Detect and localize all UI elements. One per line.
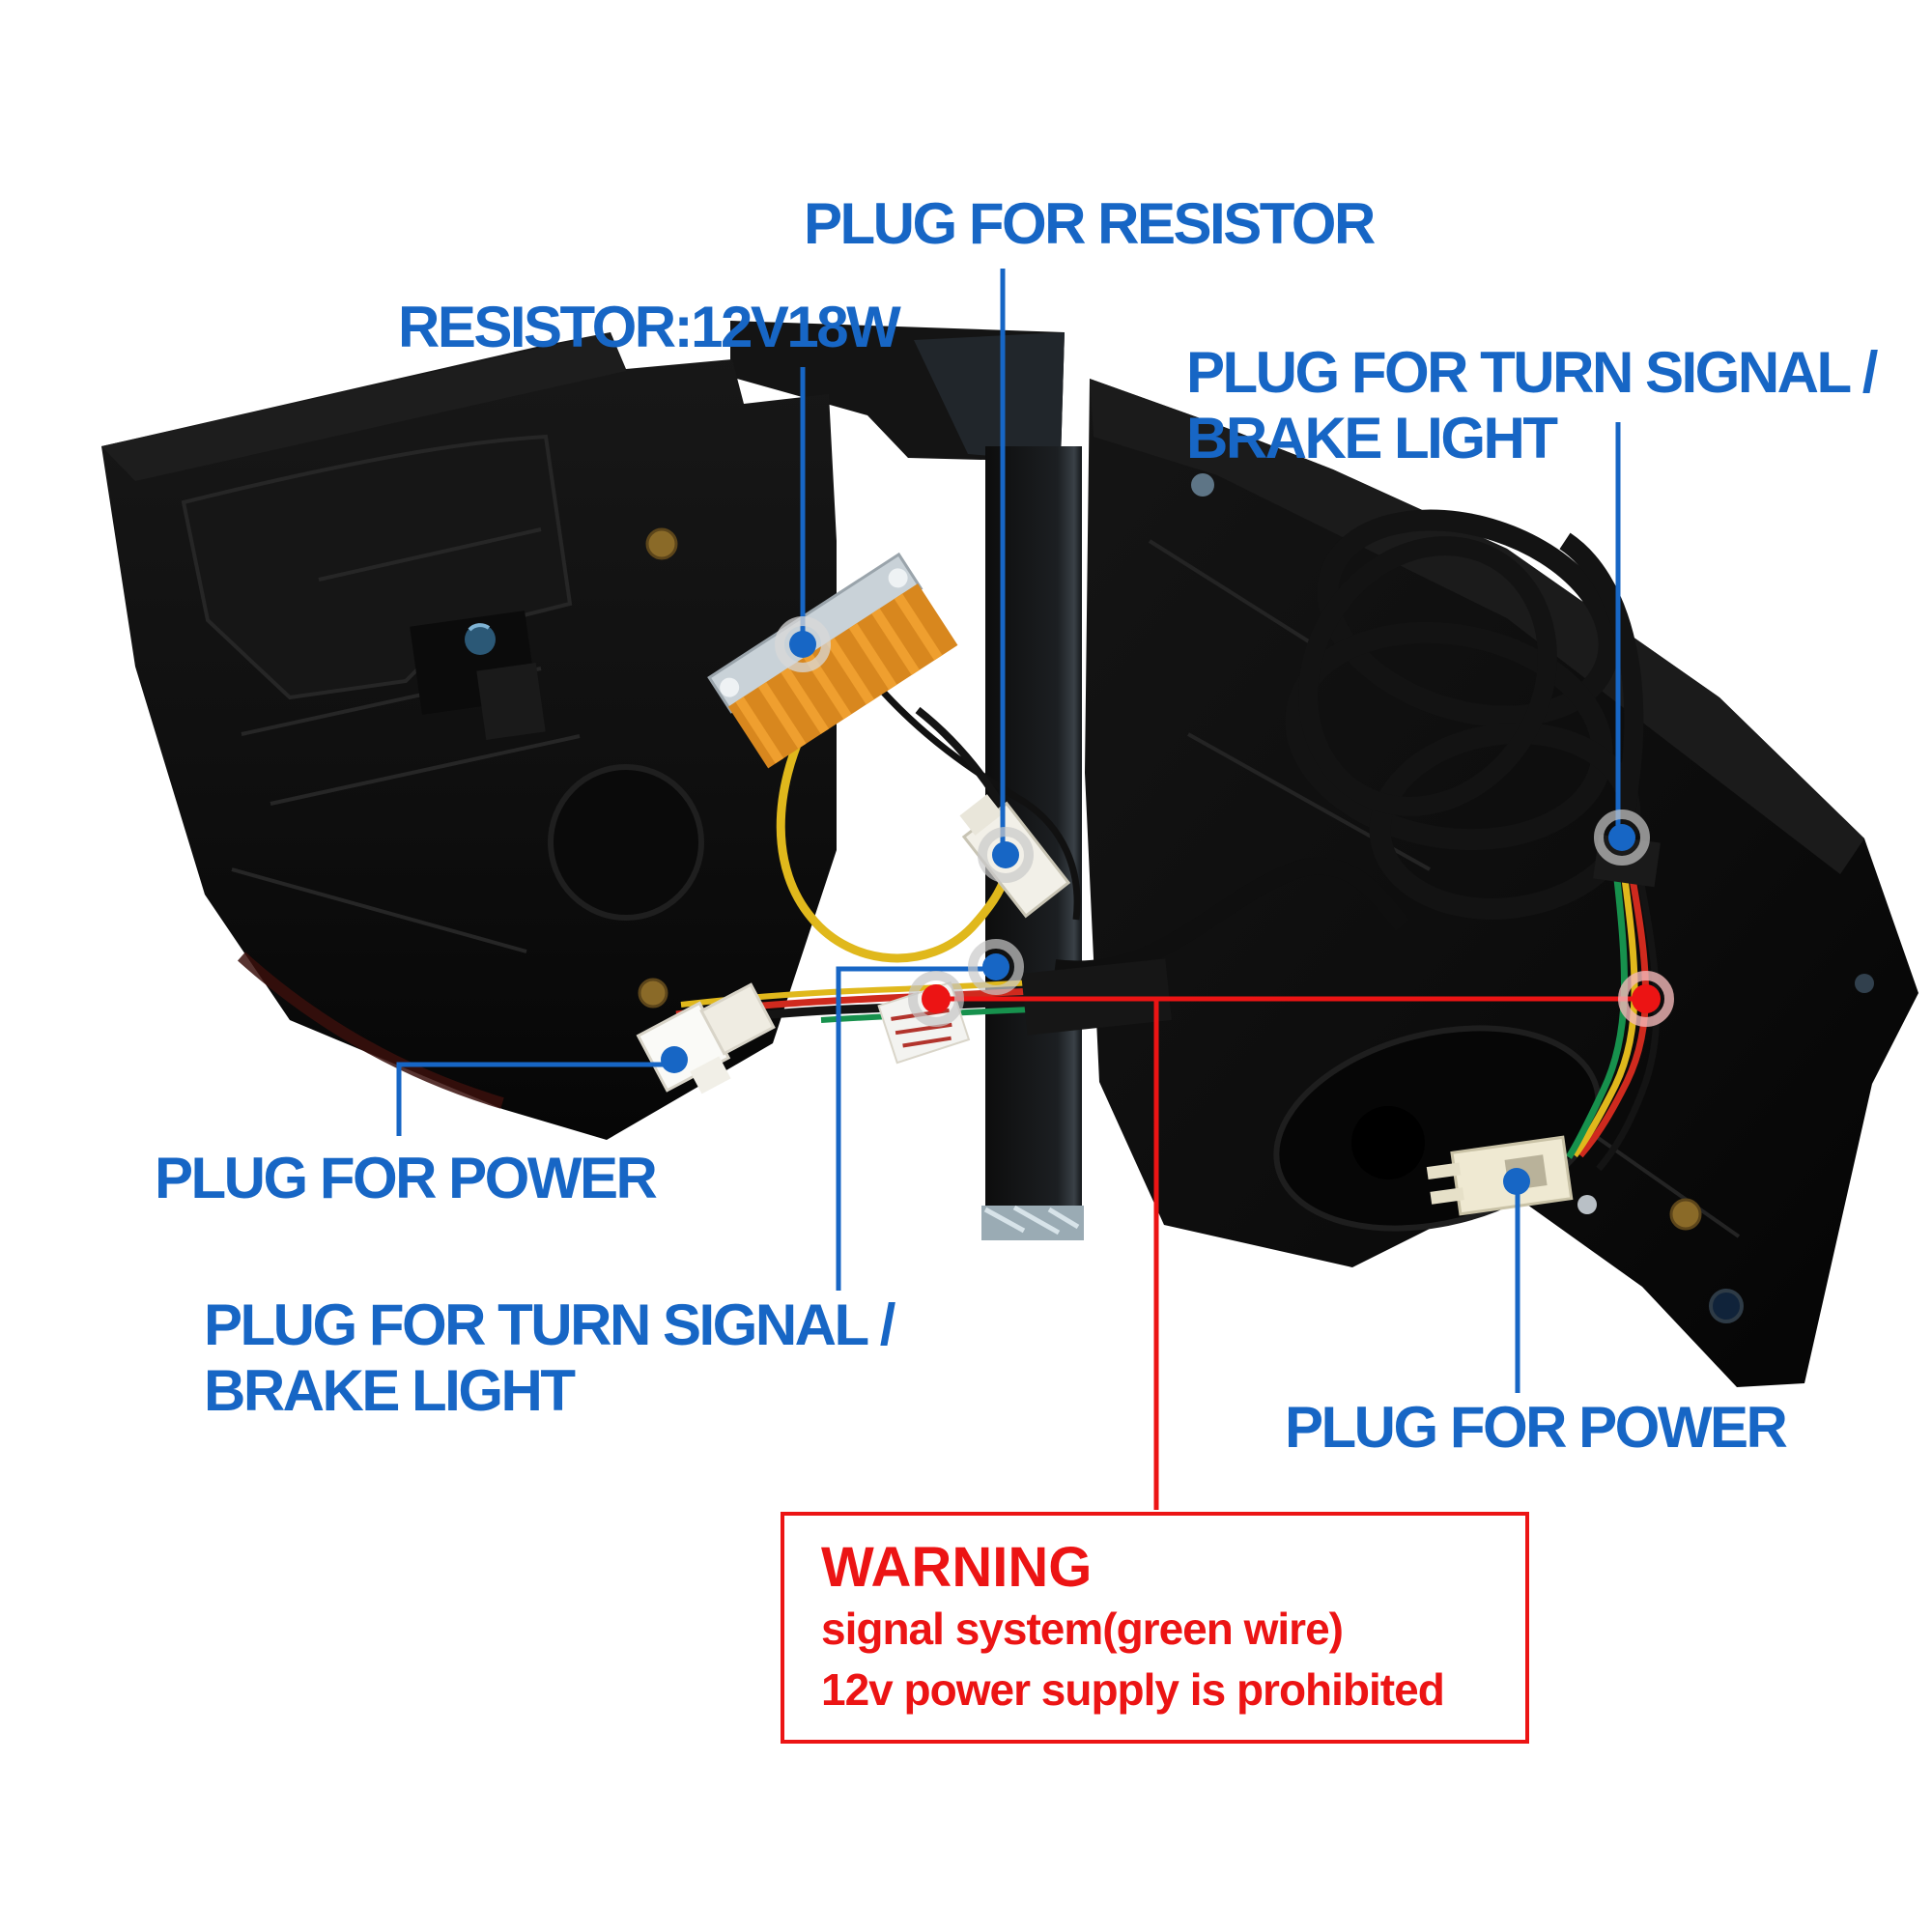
leader-power-left xyxy=(396,1062,671,1136)
flex-conduit xyxy=(1053,857,1409,979)
load-resistor xyxy=(707,552,958,769)
small-screw xyxy=(1855,974,1874,993)
dot-power-left xyxy=(661,1046,688,1073)
callout-turn-signal-brake-bottom: PLUG FOR TURN SIGNAL / BRAKE LIGHT xyxy=(204,1293,895,1424)
silver-screw xyxy=(1191,473,1214,497)
dot-resistor xyxy=(789,631,816,658)
leader-turn-signal-bottom xyxy=(836,966,993,1291)
callout-plug-for-power-left: PLUG FOR POWER xyxy=(155,1146,658,1210)
dark-screw xyxy=(1709,1289,1744,1323)
warning-box: WARNING signal system(green wire) 12v po… xyxy=(781,1512,1529,1744)
red-dot-right xyxy=(1632,984,1661,1013)
callout-plug-for-resistor: PLUG FOR RESISTOR xyxy=(804,191,1376,256)
red-dot-left xyxy=(922,984,951,1013)
blue-screw-hole xyxy=(465,624,496,655)
callout-resistor-rating: RESISTOR:12V18W xyxy=(398,295,901,359)
yellow-wire xyxy=(776,714,1012,963)
gold-screw xyxy=(1669,1198,1702,1231)
callout-turn-signal-brake-top: PLUG FOR TURN SIGNAL / BRAKE LIGHT xyxy=(1186,340,1878,471)
warning-line-1: signal system(green wire) xyxy=(821,1604,1344,1654)
lens-red-edge xyxy=(237,952,504,1109)
callout-leaders xyxy=(396,269,1621,1393)
gold-screw xyxy=(645,527,678,560)
callout-line: PLUG FOR TURN SIGNAL / xyxy=(1186,340,1878,405)
gold-screw xyxy=(638,978,668,1009)
dot-power-right xyxy=(1503,1168,1530,1195)
warning-leaders xyxy=(936,996,1646,1510)
warning-title: WARNING xyxy=(821,1536,1093,1599)
callout-plug-for-power-right: PLUG FOR POWER xyxy=(1285,1395,1788,1460)
callout-line: BRAKE LIGHT xyxy=(1186,406,1558,470)
left-tail-lamp xyxy=(101,332,837,1140)
dot-turn-signal-bottom xyxy=(982,953,1009,980)
warning-line-2: 12v power supply is prohibited xyxy=(821,1664,1445,1715)
callout-line: BRAKE LIGHT xyxy=(204,1358,576,1423)
silver-screw xyxy=(1577,1195,1597,1214)
dot-turn-signal-top xyxy=(1608,824,1635,851)
dot-plug-for-resistor xyxy=(992,841,1019,868)
callout-line: PLUG FOR TURN SIGNAL / xyxy=(204,1293,895,1357)
callout-dots xyxy=(661,616,1674,1195)
